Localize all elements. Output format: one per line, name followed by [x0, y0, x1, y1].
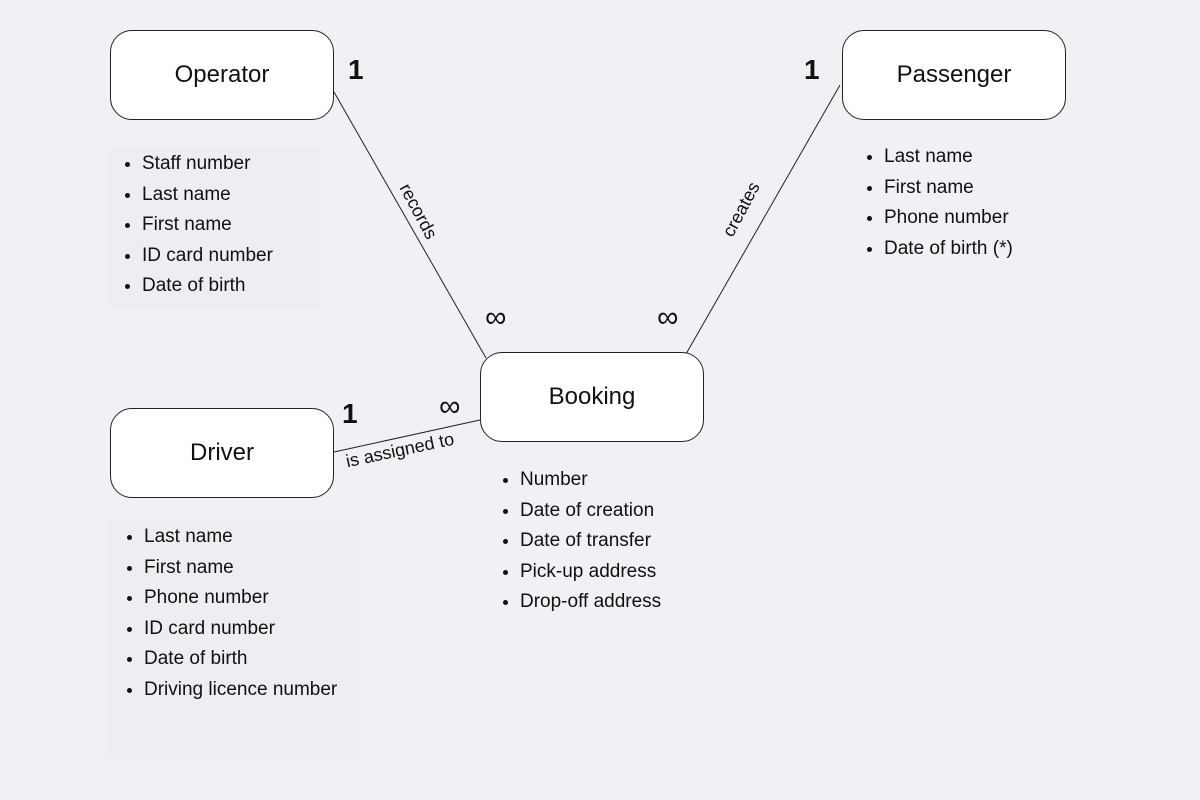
- passenger-cardinality: 1: [804, 54, 820, 85]
- attribute-item: Last name: [884, 142, 1013, 173]
- passenger-entity-name: Passenger: [896, 61, 1012, 88]
- attribute-item: Driving licence number: [144, 675, 337, 706]
- attribute-item: Staff number: [142, 149, 273, 180]
- driver-attributes: Last name First name Phone number ID car…: [108, 522, 337, 705]
- driver-entity-name: Driver: [190, 439, 254, 466]
- booking-attributes: Number Date of creation Date of transfer…: [484, 465, 661, 618]
- driver-cardinality: 1: [342, 398, 358, 429]
- booking-passenger-cardinality: ∞: [657, 301, 679, 334]
- attribute-item: Date of birth (*): [884, 234, 1013, 265]
- operator-entity[interactable]: Operator: [110, 30, 334, 120]
- operator-booking-line: [333, 91, 487, 359]
- operator-cardinality: 1: [348, 54, 364, 85]
- attribute-item: Date of birth: [142, 271, 273, 302]
- attribute-item: Phone number: [884, 203, 1013, 234]
- attribute-item: ID card number: [142, 241, 273, 272]
- attribute-item: Last name: [142, 180, 273, 211]
- attribute-item: Phone number: [144, 583, 337, 614]
- driver-attributes-bg: [106, 518, 360, 758]
- passenger-booking-line: [685, 84, 841, 355]
- driver-booking-line: [333, 419, 481, 453]
- operator-entity-name: Operator: [174, 61, 270, 88]
- attribute-item: Date of creation: [520, 496, 661, 527]
- attribute-item: First name: [884, 173, 1013, 204]
- booking-operator-cardinality: ∞: [485, 301, 507, 334]
- passenger-attributes: Last name First name Phone number Date o…: [848, 142, 1013, 264]
- operator-attributes-bg: [106, 148, 321, 308]
- attribute-item: Drop-off address: [520, 587, 661, 618]
- attribute-item: Date of transfer: [520, 526, 661, 557]
- booking-entity[interactable]: Booking: [480, 352, 704, 442]
- attribute-item: Date of birth: [144, 644, 337, 675]
- attribute-item: Number: [520, 465, 661, 496]
- operator-attributes: Staff number Last name First name ID car…: [106, 149, 273, 302]
- attribute-item: First name: [144, 553, 337, 584]
- passenger-entity[interactable]: Passenger: [842, 30, 1066, 120]
- booking-driver-cardinality: ∞: [439, 390, 461, 423]
- attribute-item: Last name: [144, 522, 337, 553]
- attribute-item: First name: [142, 210, 273, 241]
- booking-entity-name: Booking: [548, 383, 636, 410]
- attribute-item: Pick-up address: [520, 557, 661, 588]
- attribute-item: ID card number: [144, 614, 337, 645]
- driver-entity[interactable]: Driver: [110, 408, 334, 498]
